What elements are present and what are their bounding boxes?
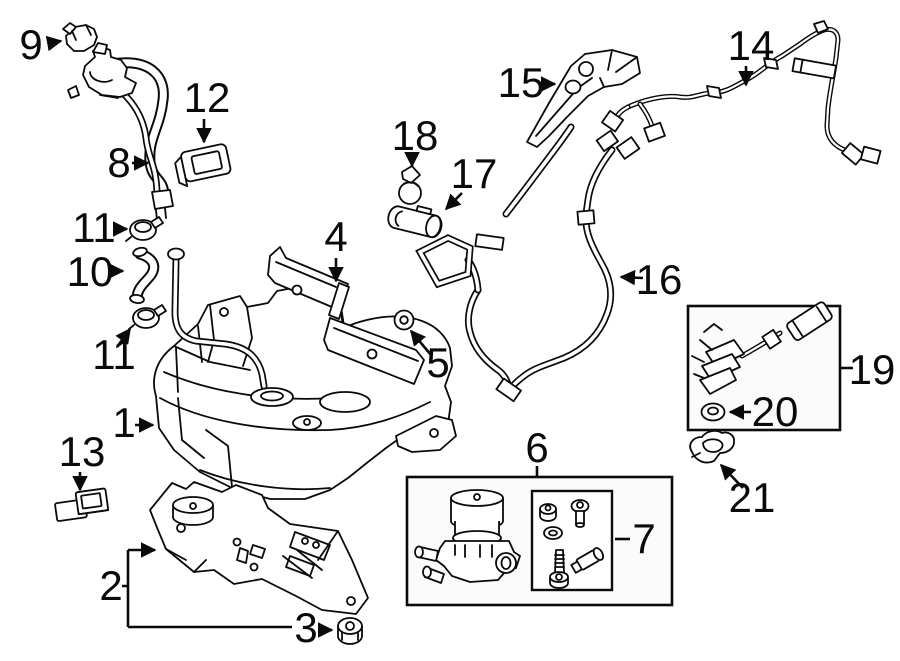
- part-hardware-kit[interactable]: [539, 499, 605, 589]
- part-connector-block[interactable]: [54, 487, 110, 522]
- callout-label-15[interactable]: 15: [498, 59, 545, 106]
- callout-label-19[interactable]: 19: [849, 346, 896, 393]
- callout-label-11a[interactable]: 11: [72, 204, 116, 251]
- callout-label-20[interactable]: 20: [752, 388, 799, 435]
- leader-2-bracket: [122, 550, 292, 629]
- callout-label-1[interactable]: 1: [112, 399, 135, 446]
- callout-label-6[interactable]: 6: [525, 424, 548, 471]
- callout-label-8[interactable]: 8: [107, 139, 130, 186]
- part-shield-15[interactable]: [526, 49, 641, 148]
- part-skid-plate[interactable]: [149, 481, 369, 615]
- callout-label-13[interactable]: 13: [59, 428, 106, 475]
- part-sleeve-17[interactable]: [386, 200, 445, 239]
- part-clip-21[interactable]: [689, 430, 735, 464]
- part-wiring-harness[interactable]: [601, 20, 882, 166]
- callout-label-16[interactable]: 16: [636, 256, 683, 303]
- part-nut[interactable]: [337, 617, 363, 645]
- callout-label-18[interactable]: 18: [392, 112, 439, 159]
- part-clip-18[interactable]: [398, 165, 422, 205]
- part-grommet[interactable]: [393, 309, 415, 331]
- part-retainer-bracket[interactable]: [173, 143, 232, 188]
- part-fuel-cap[interactable]: [62, 22, 98, 52]
- leader-17: [444, 192, 463, 211]
- callout-label-17[interactable]: 17: [451, 150, 498, 197]
- part-vent-hose-elbow[interactable]: [129, 246, 160, 304]
- callout-label-3[interactable]: 3: [294, 604, 317, 651]
- callout-label-5[interactable]: 5: [426, 339, 449, 386]
- callout-label-14[interactable]: 14: [728, 22, 775, 69]
- callout-label-10[interactable]: 10: [67, 248, 114, 295]
- callout-label-4[interactable]: 4: [324, 213, 347, 260]
- callout-label-11b[interactable]: 11: [92, 331, 136, 378]
- part-support-bracket[interactable]: [267, 246, 425, 385]
- part-grommet-20[interactable]: [700, 402, 726, 422]
- callout-label-12[interactable]: 12: [184, 74, 231, 121]
- part-filler-neck[interactable]: [67, 42, 174, 221]
- callout-labels: 9 8 12 11 10 11 1 13 4 5 18 17 15 14 16 …: [19, 21, 895, 651]
- part-sensor-19[interactable]: [691, 301, 833, 395]
- leader-9: [45, 35, 63, 52]
- leader-5: [410, 329, 432, 356]
- leader-11b: [115, 327, 132, 348]
- part-hose-clamp-upper[interactable]: [125, 216, 164, 242]
- part-pump-assembly[interactable]: [414, 489, 521, 584]
- callout-label-7[interactable]: 7: [632, 515, 655, 562]
- callout-leaders: [45, 35, 853, 638]
- callout-label-21[interactable]: 21: [729, 474, 776, 521]
- callout-label-2[interactable]: 2: [99, 562, 122, 609]
- callout-label-9[interactable]: 9: [19, 21, 42, 68]
- leader-21: [719, 463, 744, 489]
- part-hose-clamp-lower[interactable]: [128, 304, 167, 330]
- leader-16: [619, 269, 644, 286]
- part-vent-hose-16[interactable]: [415, 123, 641, 403]
